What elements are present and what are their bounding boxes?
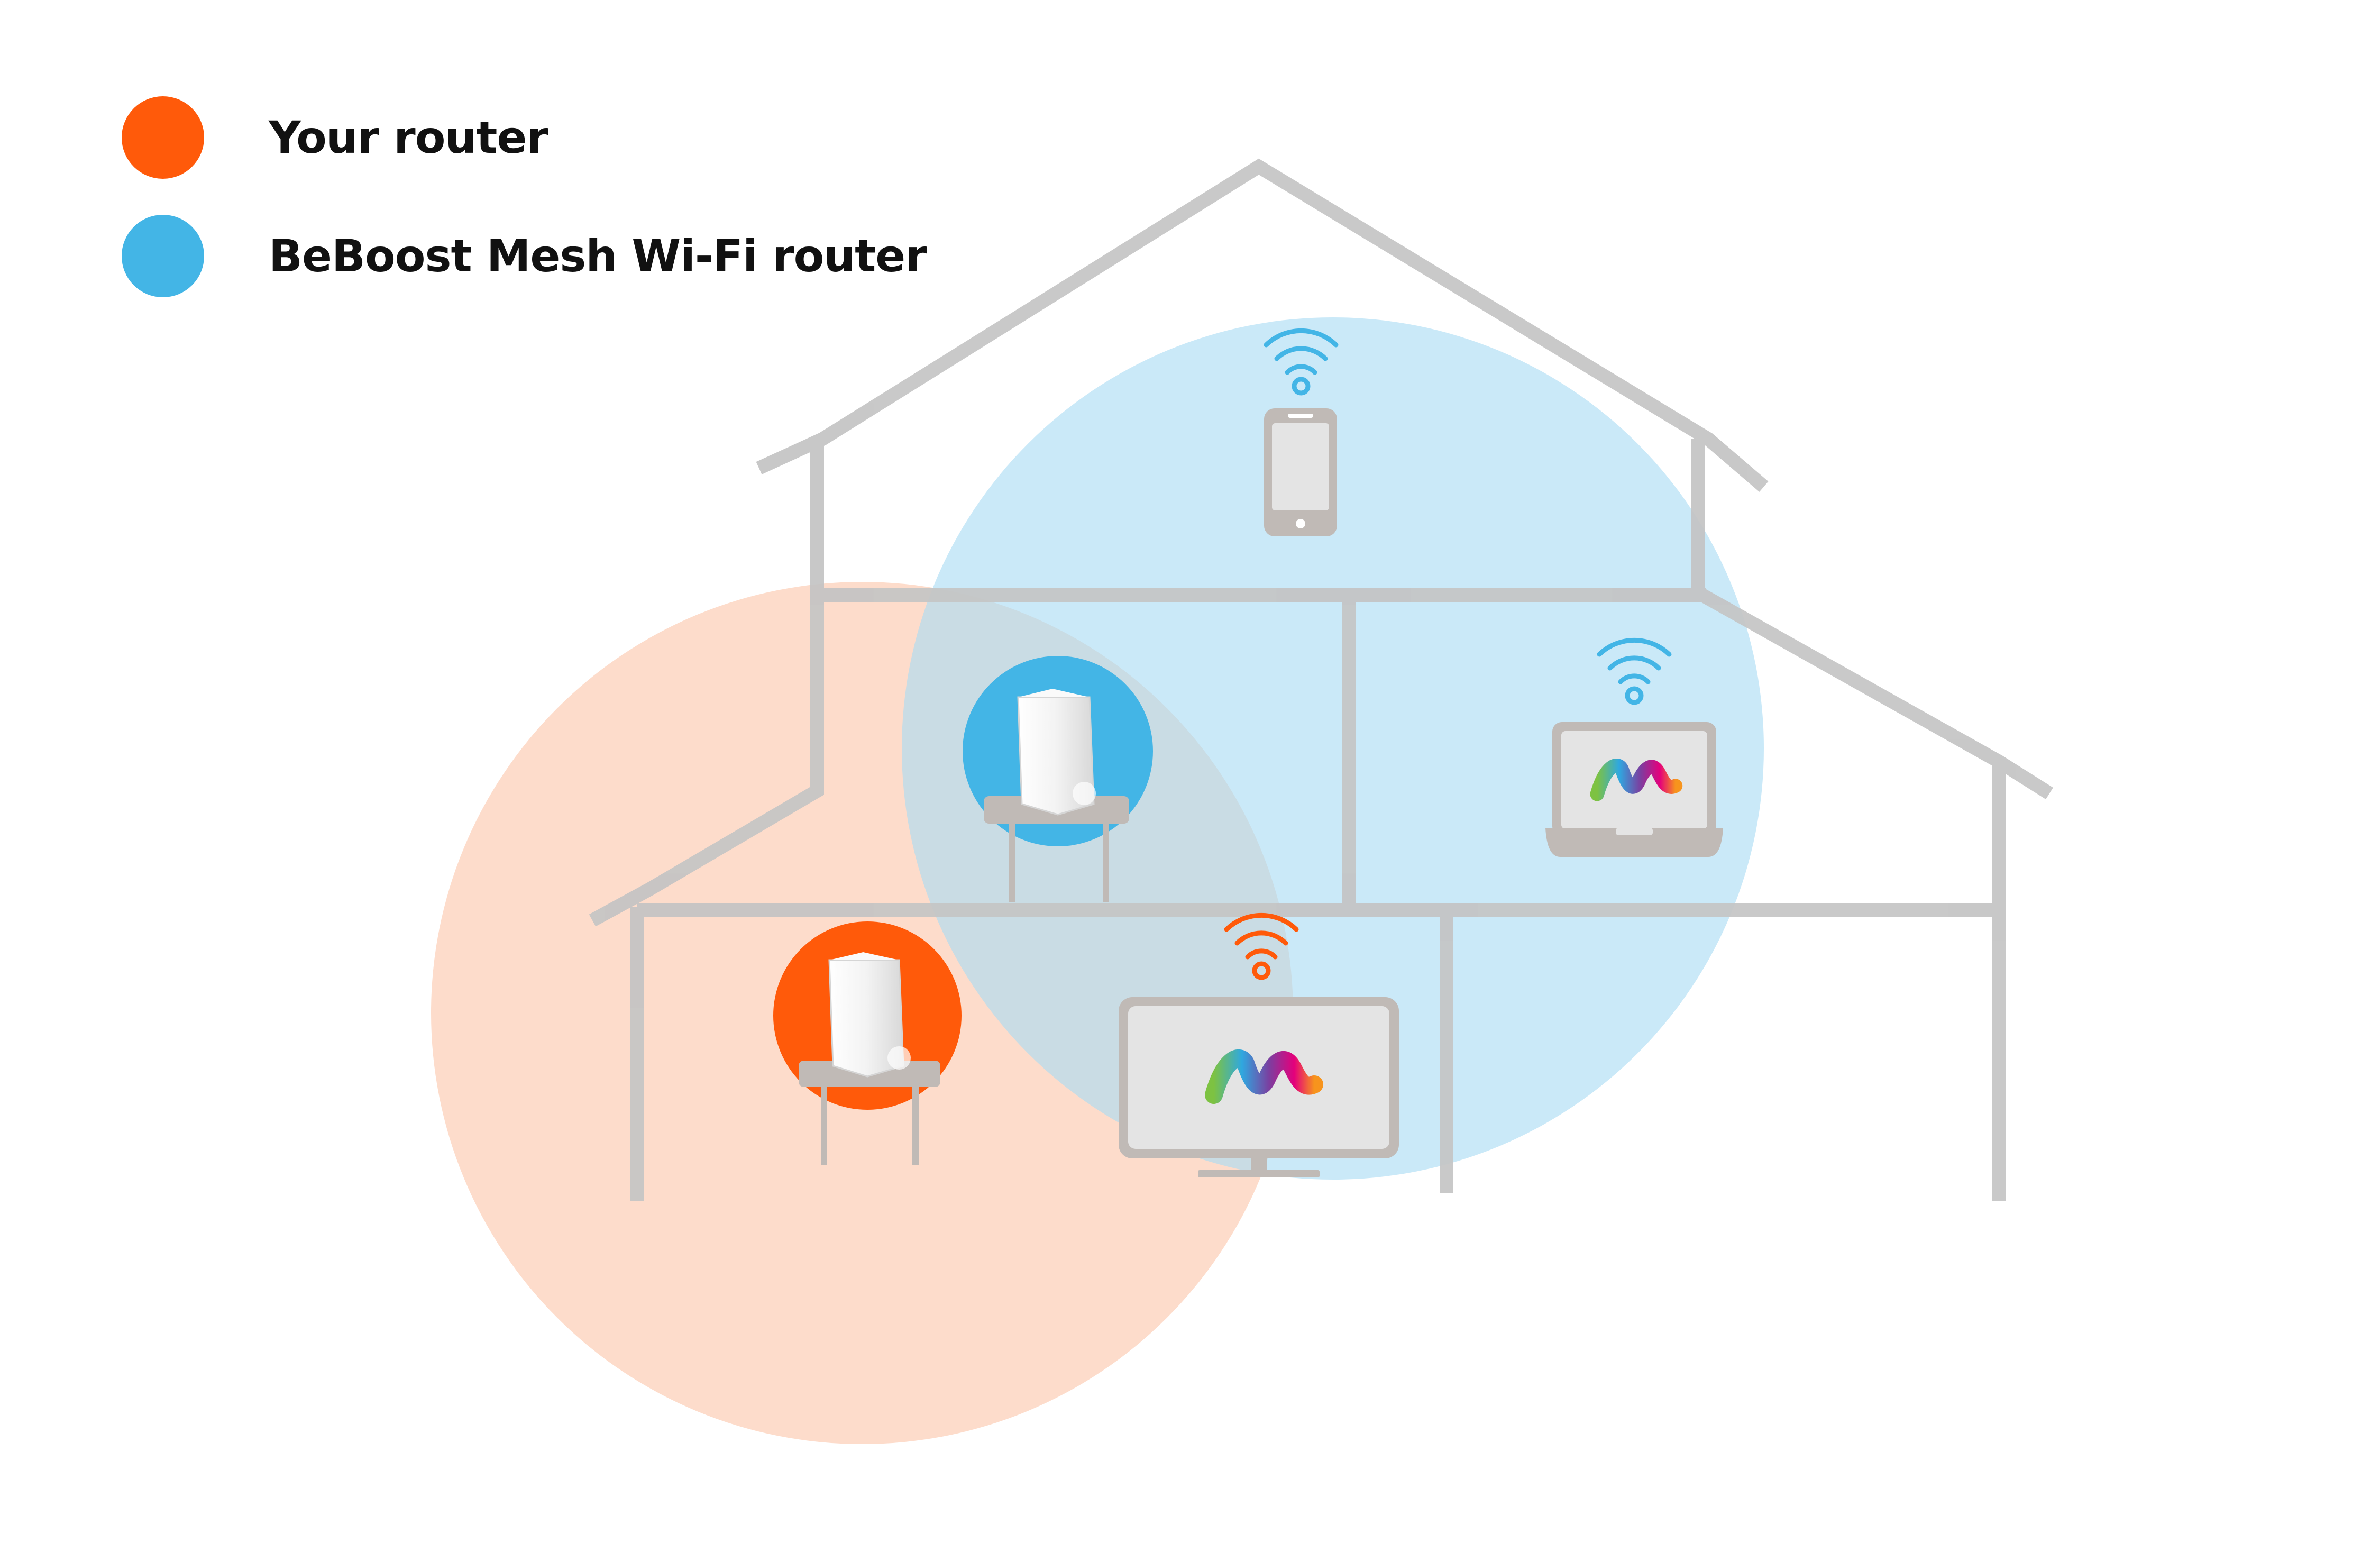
legend-item-your-router: Your router bbox=[122, 95, 927, 180]
house-outline-icon bbox=[589, 158, 2053, 1201]
your-router-station bbox=[773, 921, 962, 1165]
legend-dot-blue bbox=[122, 215, 204, 297]
legend: Your router BeBoost Mesh Wi-Fi router bbox=[122, 95, 927, 332]
router-tower-icon bbox=[1017, 689, 1096, 816]
upper-roof bbox=[756, 158, 1769, 492]
television-icon bbox=[1119, 915, 1399, 1177]
laptop-icon bbox=[1545, 640, 1723, 857]
legend-dot-orange bbox=[122, 96, 204, 179]
upper-left-wall bbox=[589, 439, 824, 927]
mesh-router-coverage-area bbox=[902, 317, 1764, 1180]
legend-label-mesh-router: BeBoost Mesh Wi-Fi router bbox=[269, 230, 927, 282]
smartphone-icon bbox=[1264, 331, 1337, 536]
router-tower-icon bbox=[828, 952, 911, 1078]
mesh-router-station bbox=[963, 656, 1153, 902]
legend-label-your-router: Your router bbox=[269, 112, 548, 163]
legend-item-mesh-router: BeBoost Mesh Wi-Fi router bbox=[122, 214, 927, 298]
